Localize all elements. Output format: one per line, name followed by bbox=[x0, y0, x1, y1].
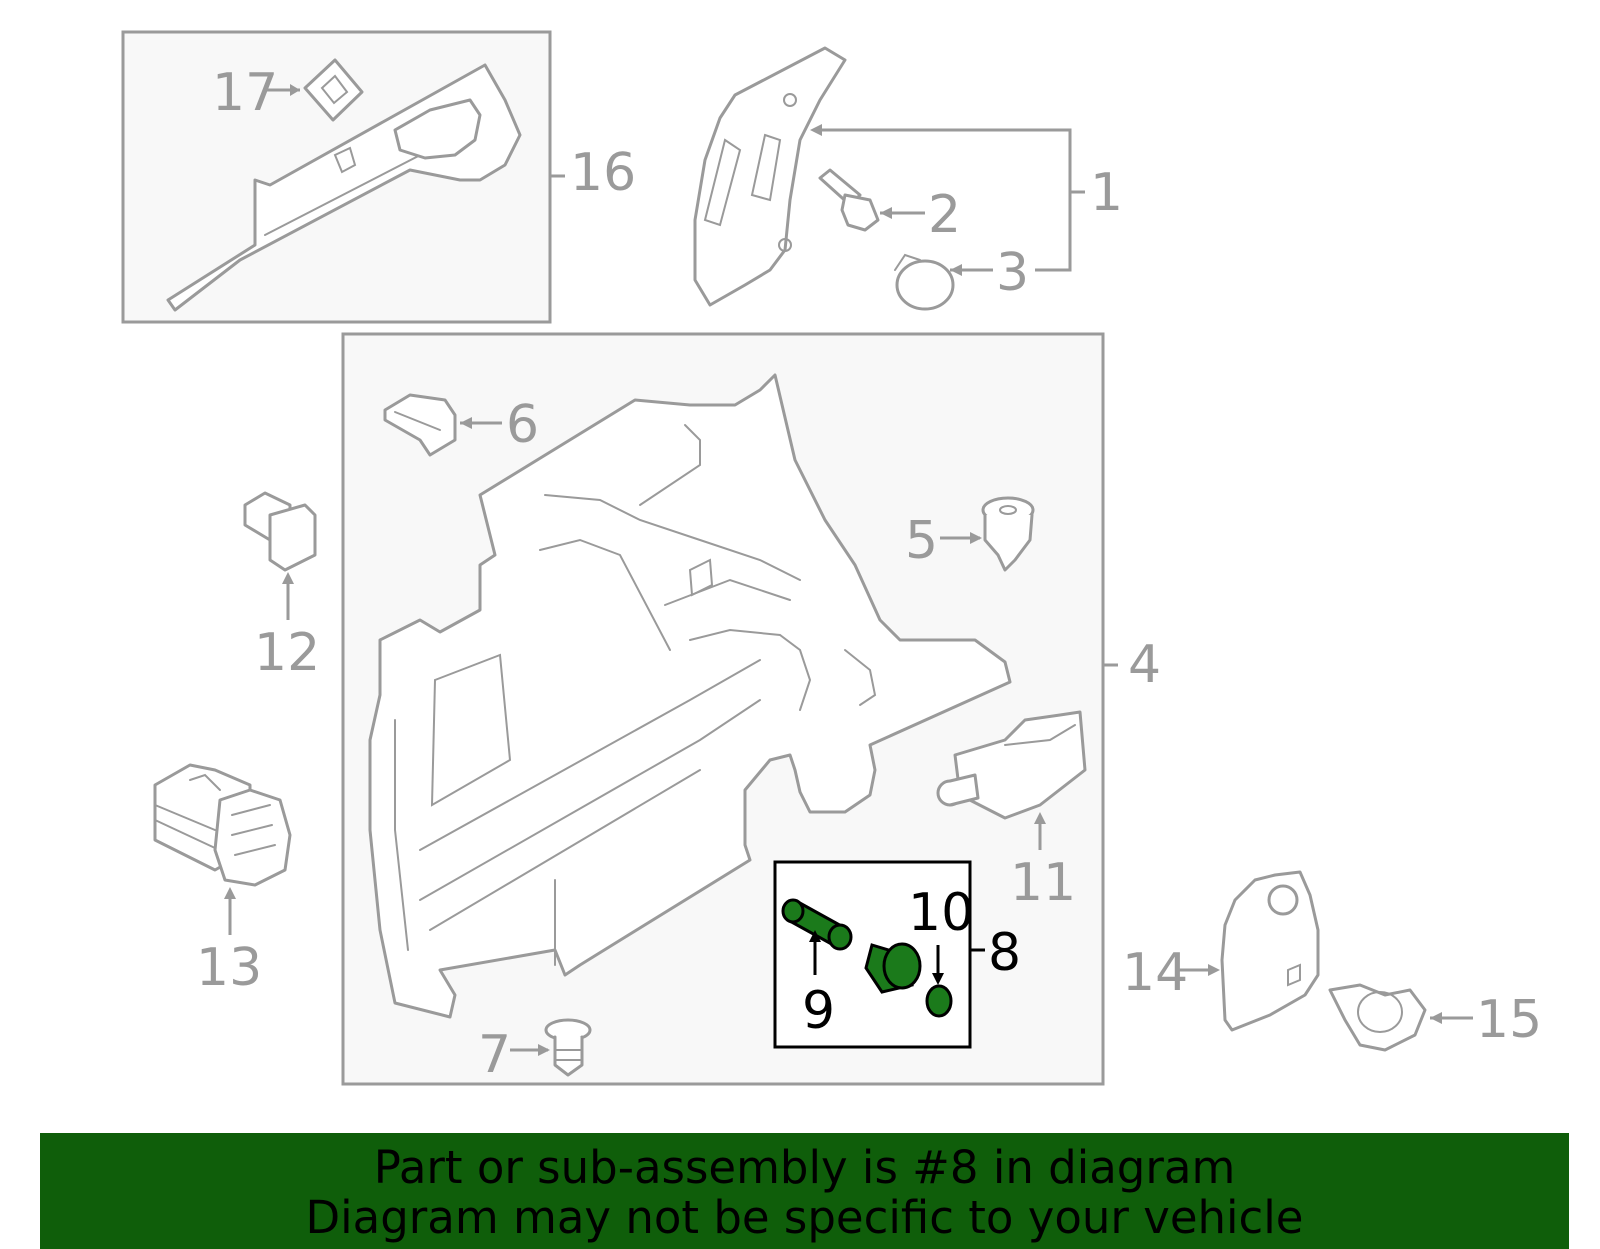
callout-14: 14 bbox=[1122, 943, 1188, 1003]
part-7-push-pin bbox=[544, 1018, 592, 1077]
callout-5: 5 bbox=[905, 511, 938, 571]
callout-15: 15 bbox=[1476, 990, 1542, 1050]
callout-3: 3 bbox=[996, 243, 1029, 303]
banner-line-1: Part or sub-assembly is #8 in diagram bbox=[373, 1141, 1236, 1194]
info-banner: Part or sub-assembly is #8 in diagram Di… bbox=[40, 1133, 1569, 1249]
part-6-clip bbox=[383, 393, 457, 457]
part-8-bushing[interactable] bbox=[864, 942, 922, 994]
part-5-push-clip bbox=[981, 496, 1035, 572]
callout-1: 1 bbox=[1090, 163, 1123, 223]
part-16-trim-strip bbox=[166, 63, 522, 312]
part-3-cap bbox=[894, 253, 955, 311]
callout-16: 16 bbox=[570, 143, 636, 203]
part-17-clip bbox=[303, 58, 364, 122]
part-15-fastener bbox=[1328, 983, 1427, 1052]
callout-12: 12 bbox=[254, 623, 320, 683]
part-14-lid bbox=[1220, 870, 1320, 1032]
part-4-quarter-trim bbox=[368, 373, 1012, 1019]
callout-6: 6 bbox=[506, 395, 539, 455]
callout-10: 10 bbox=[908, 883, 974, 943]
callout-7: 7 bbox=[478, 1025, 511, 1085]
banner-line-2: Diagram may not be specific to your vehi… bbox=[305, 1191, 1304, 1244]
callout-9: 9 bbox=[802, 981, 835, 1041]
part-10-cap[interactable] bbox=[925, 984, 953, 1018]
callout-4: 4 bbox=[1128, 635, 1161, 695]
part-9-pin[interactable] bbox=[781, 898, 853, 951]
part-1-pillar-trim bbox=[693, 46, 847, 307]
callout-13: 13 bbox=[196, 938, 262, 998]
callout-17: 17 bbox=[212, 63, 278, 123]
callout-2: 2 bbox=[928, 185, 961, 245]
part-13-socket bbox=[153, 763, 292, 887]
part-12-cover bbox=[243, 491, 317, 572]
part-2-bolt bbox=[818, 168, 880, 232]
callout-11: 11 bbox=[1010, 853, 1076, 913]
part-11-bracket bbox=[936, 710, 1087, 820]
callout-8: 8 bbox=[988, 923, 1021, 983]
